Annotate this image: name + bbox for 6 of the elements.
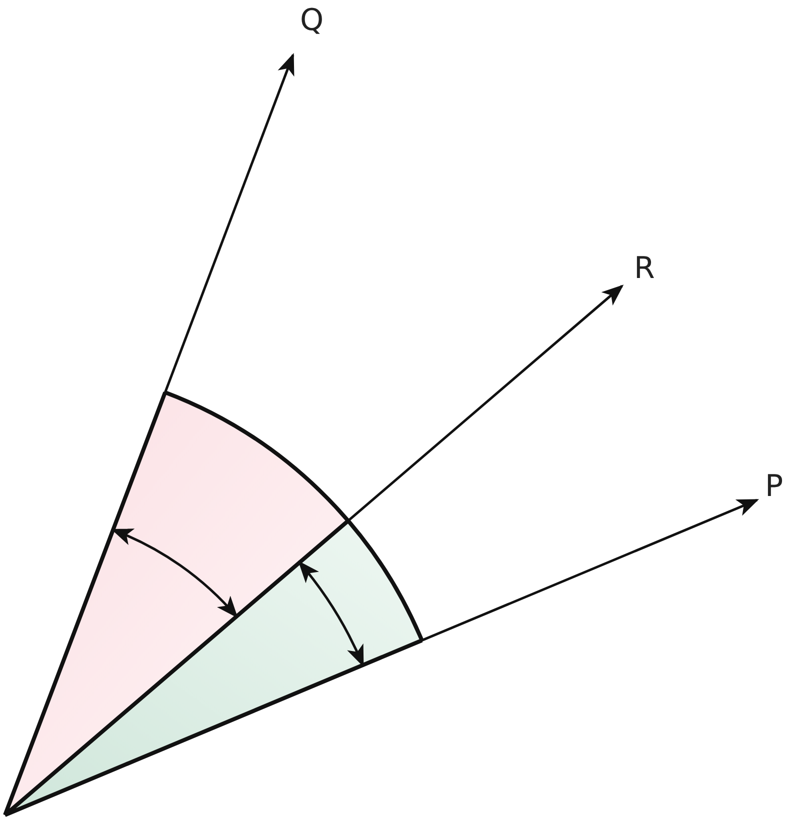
ray-label: P xyxy=(765,472,784,502)
ray-arrow xyxy=(4,284,624,816)
ray-arrow xyxy=(4,498,760,816)
ray-arrow xyxy=(4,52,294,816)
ray-label: R xyxy=(634,254,655,284)
ray-label: Q xyxy=(300,6,324,36)
